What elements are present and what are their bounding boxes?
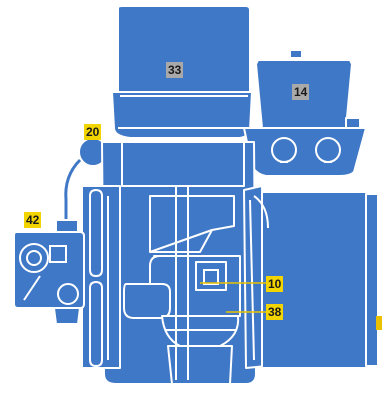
winder-lower-block (54, 308, 80, 324)
rewind-knob (124, 284, 170, 318)
callout-20: 20 (84, 124, 101, 140)
callout-14: 14 (292, 84, 309, 100)
lower-mount (168, 346, 232, 384)
viewfinder-hood (118, 6, 250, 92)
lens-edge-mark (376, 316, 382, 330)
viewfinder-base (112, 92, 252, 138)
body-top-plate (122, 142, 244, 186)
callout-38: 38 (266, 304, 283, 320)
callout-10: 10 (266, 276, 283, 292)
callout-42: 42 (24, 212, 41, 228)
lens-edge-ring (366, 194, 378, 366)
winder-module (14, 232, 84, 308)
prism-lower-housing (244, 128, 366, 176)
prism-top-cap (290, 50, 302, 58)
magazine-latch (196, 262, 226, 290)
callout-33: 33 (166, 62, 183, 78)
